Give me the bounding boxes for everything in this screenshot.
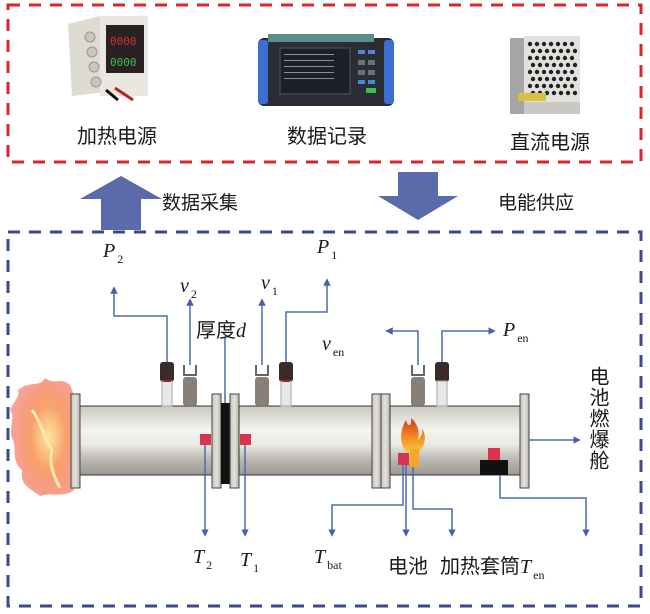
power-supply-label: 电能供应 [498,192,575,214]
thermocouple-t1 [240,434,251,445]
pressure-sensor-pen [435,362,449,407]
heating-power-supply-label: 加热电源 [77,124,157,148]
sensor-mount-block [480,460,508,475]
thermocouple-t2 [200,434,211,445]
thickness-label: 厚度d [196,318,246,342]
data-acquisition-arrow [80,176,162,230]
battery-flame [401,418,425,455]
equipment-box [6,3,643,164]
velocity-probe-v2 [183,365,197,406]
heating-sleeve-thermocouple [488,448,500,460]
svg-text:0000: 0000 [110,56,137,69]
data-acquisition-label: 数据采集 [162,192,239,214]
svg-text:0000: 0000 [110,35,137,48]
chamber-box [6,230,643,608]
chamber-label: 电池燃爆舱 [586,366,610,471]
dc-power-supply-image [510,36,580,114]
pressure-sensor-p2 [160,362,174,407]
pressure-sensor-p1 [279,362,293,407]
data-logger-image [258,34,394,106]
heating-sleeve [410,449,419,467]
battery-cell [398,453,409,465]
velocity-probe-v1 [255,365,269,406]
fire-image [10,378,74,496]
heating-power-supply-image: 0000 0000 [68,16,148,102]
pipe-assembly [70,393,530,489]
dc-power-supply-label: 直流电源 [510,130,590,154]
battery-label: 电池 [388,554,428,578]
velocity-probe-ven [411,365,425,406]
sample-thickness-d [221,403,230,484]
power-supply-arrow [378,172,458,220]
data-logger-label: 数据记录 [287,124,367,148]
